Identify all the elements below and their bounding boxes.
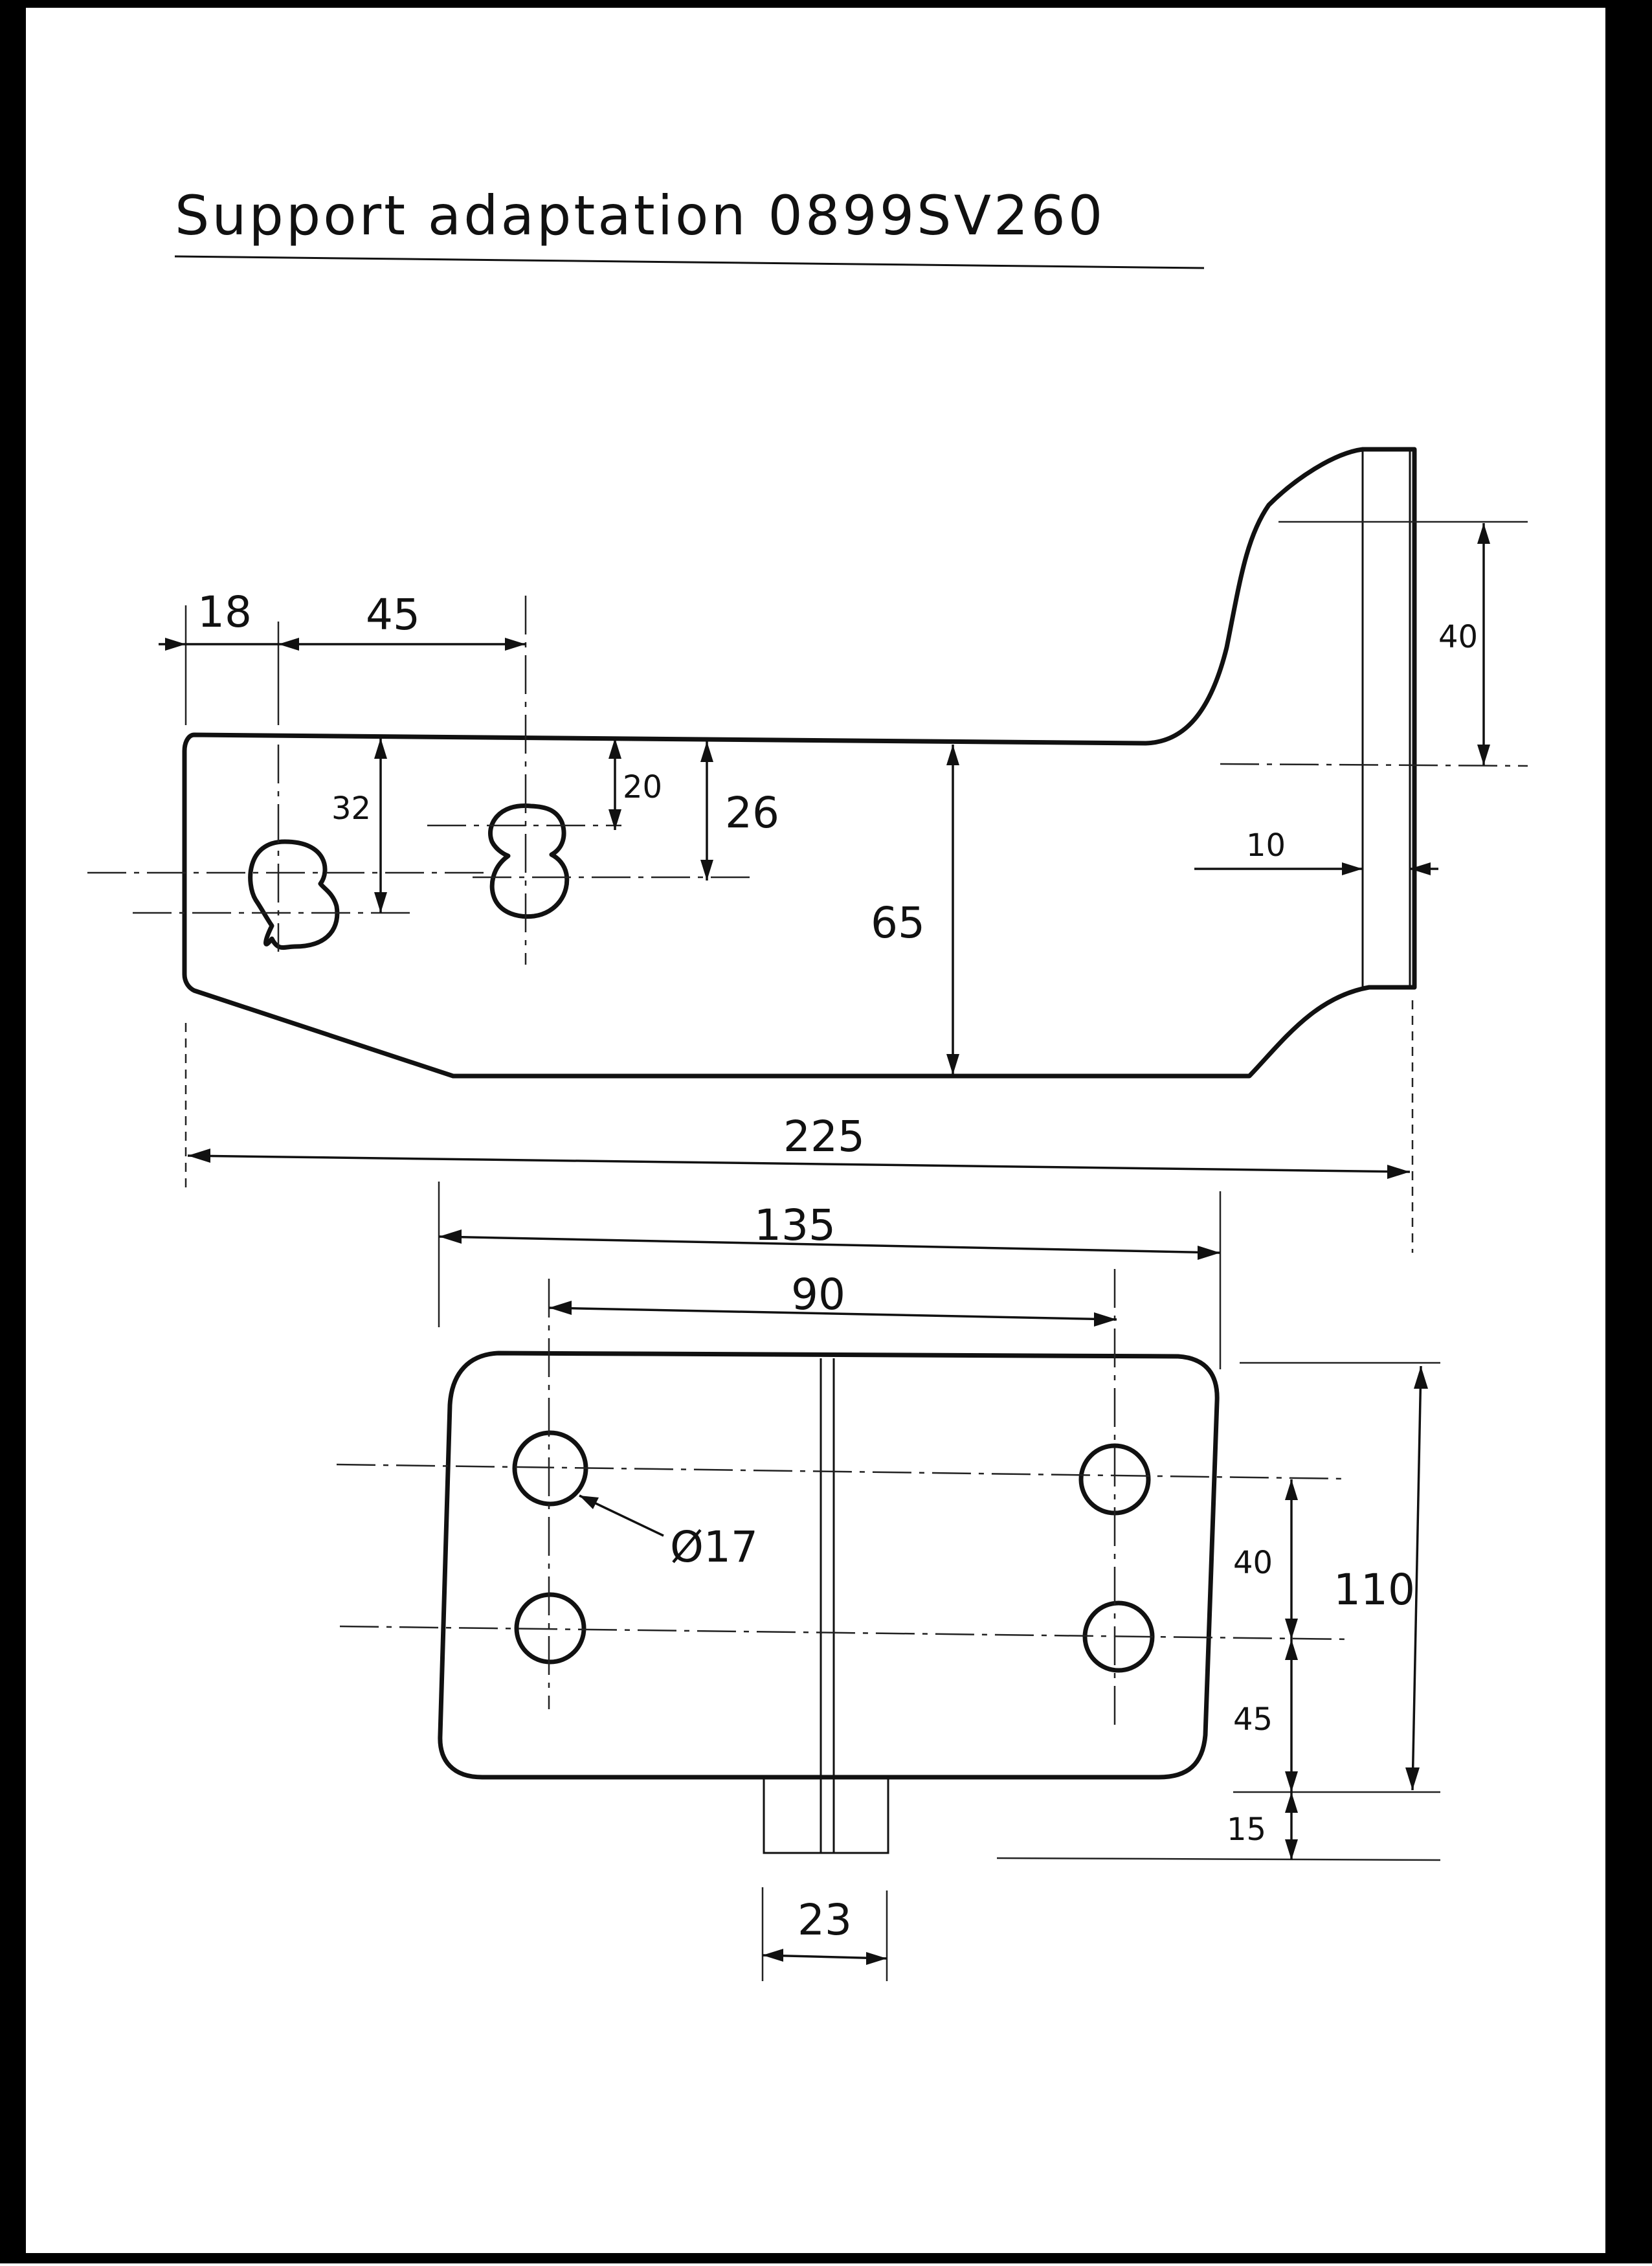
arrow-32-bottom [374, 892, 387, 913]
arrow-110-bottom [1405, 1767, 1420, 1790]
dim-110-label: 110 [1334, 1565, 1415, 1615]
bottom-scan-border [26, 2253, 1605, 2263]
dim-26-label: 26 [725, 788, 779, 838]
dim-10-label: 10 [1246, 827, 1286, 864]
dim-45-label: 45 [366, 590, 420, 640]
arrow-26-bottom [700, 860, 713, 881]
arrow-135-right [1198, 1246, 1220, 1260]
arrow-45-plan-bottom [1285, 1771, 1298, 1792]
dim-line-135 [438, 1235, 1221, 1254]
arrow-23-left [763, 1949, 783, 1962]
arrow-90-left [549, 1301, 572, 1315]
arrow-45-right [505, 638, 526, 651]
dim-line-90 [548, 1307, 1117, 1321]
dim-65-label: 65 [871, 898, 925, 948]
title-block: Support adaptation 0899SV260 [174, 184, 1205, 269]
arrow-65-bottom [946, 1054, 959, 1075]
side-view-outline [182, 447, 1417, 1079]
arrow-15-top [1285, 1792, 1298, 1813]
ext-line-15-bottom [996, 1857, 1441, 1861]
arrow-90-right [1094, 1312, 1117, 1327]
slotted-hole-left [248, 839, 340, 950]
arrow-23-right [866, 1952, 887, 1965]
hole-diameter-label: Ø17 [670, 1522, 758, 1572]
dim-40-side-label: 40 [1438, 619, 1478, 655]
dim-23-label: 23 [798, 1895, 852, 1945]
arrow-225-left [188, 1149, 210, 1163]
arrow-18-left [165, 638, 186, 651]
ext-line-40-bottom [1220, 763, 1528, 767]
dim-90-label: 90 [791, 1270, 845, 1319]
plan-centerline-bottom [339, 1625, 1350, 1641]
left-scan-border [0, 0, 26, 2263]
arrow-20-top [608, 738, 621, 759]
arrow-20-bottom [608, 809, 621, 830]
plan-web-tab [763, 1777, 889, 1854]
side-view: 18 45 32 20 26 65 40 10 [87, 447, 1528, 1253]
arrow-110-top [1414, 1366, 1428, 1389]
plan-view: 135 90 Ø17 40 45 15 110 23 [336, 1182, 1441, 1981]
dim-line-225 [187, 1154, 1411, 1173]
dim-20-label: 20 [623, 769, 662, 805]
arrow-15-bottom [1285, 1839, 1298, 1860]
arrow-45-plan-top [1285, 1639, 1298, 1660]
arrow-32-top [374, 738, 387, 759]
plan-centerline-top [336, 1463, 1344, 1480]
arrow-40-side-top [1477, 523, 1490, 544]
dim-135-label: 135 [754, 1200, 836, 1250]
arrow-40-plan-top [1285, 1479, 1298, 1500]
dim-15-label: 15 [1227, 1812, 1266, 1848]
title-underline [174, 255, 1205, 269]
hole-bottom-left [514, 1592, 586, 1665]
arrow-hole-diameter [579, 1496, 599, 1509]
arrow-40-side-bottom [1477, 745, 1490, 765]
top-scan-border [26, 0, 1605, 8]
dim-225-label: 225 [783, 1112, 865, 1161]
dim-40-plan-label: 40 [1233, 1545, 1273, 1581]
dim-18-label: 18 [197, 587, 252, 637]
dim-45-plan-label: 45 [1233, 1701, 1273, 1738]
arrow-225-right [1387, 1165, 1410, 1179]
arrow-65-top [946, 745, 959, 765]
drawing-title: Support adaptation 0899SV260 [175, 184, 1105, 247]
arrow-26-top [700, 741, 713, 762]
slotted-hole-right [488, 803, 570, 919]
arrow-10-left [1342, 862, 1363, 875]
dim-line-110 [1411, 1365, 1422, 1791]
arrow-135-left [439, 1229, 462, 1244]
right-scan-border [1605, 0, 1652, 2263]
dim-32-label: 32 [331, 791, 371, 827]
arrow-10-right [1410, 862, 1431, 875]
arrow-40-plan-bottom [1285, 1619, 1298, 1639]
